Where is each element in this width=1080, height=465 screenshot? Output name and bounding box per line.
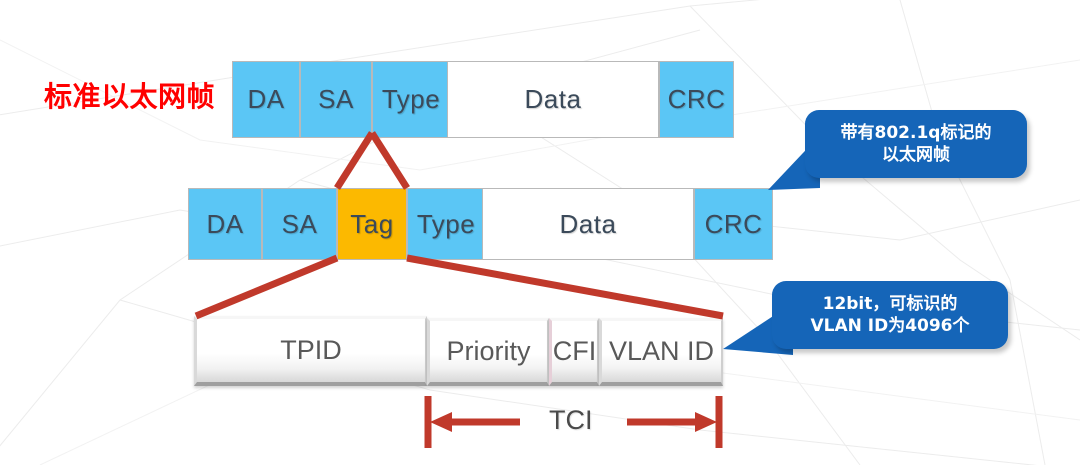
row1-cell-da[interactable]: DA [232, 61, 300, 138]
row2-cell-type[interactable]: Type [407, 188, 485, 260]
row2-cell-crc[interactable]: CRC [694, 188, 773, 260]
row2-cell-sa[interactable]: SA [262, 188, 337, 260]
row1-cell-crc[interactable]: CRC [659, 61, 734, 138]
callout-vlan-id-bits-line2: VLAN ID为4096个 [810, 316, 970, 336]
row1-cell-sa[interactable]: SA [300, 61, 372, 138]
row3-cell-tpid[interactable]: TPID [194, 316, 427, 386]
callout-tagged-frame-line2: 以太网帧 [882, 145, 950, 165]
callout-tagged-frame-line1: 带有802.1q标记的 [840, 122, 992, 143]
row3-cell-vlan-id[interactable]: VLAN ID [599, 318, 723, 386]
callout-vlan-id-bits[interactable]: 12bit，可标识的 VLAN ID为4096个 [772, 281, 1008, 349]
row2-cell-tag[interactable]: Tag [337, 188, 407, 260]
row3-cell-priority[interactable]: Priority [427, 318, 549, 386]
row1-cell-type[interactable]: Type [372, 61, 450, 138]
callout-tagged-frame[interactable]: 带有802.1q标记的 以太网帧 [805, 110, 1027, 178]
row2-cell-data[interactable]: Data [482, 188, 694, 260]
page-title: 标准以太网帧 [44, 80, 216, 113]
row3-cell-cfi[interactable]: CFI [549, 318, 599, 386]
row2-cell-da[interactable]: DA [188, 188, 262, 260]
tci-label: TCI [549, 405, 593, 435]
row1-cell-data[interactable]: Data [447, 61, 659, 138]
callout-vlan-id-bits-line1: 12bit，可标识的 [822, 293, 958, 314]
